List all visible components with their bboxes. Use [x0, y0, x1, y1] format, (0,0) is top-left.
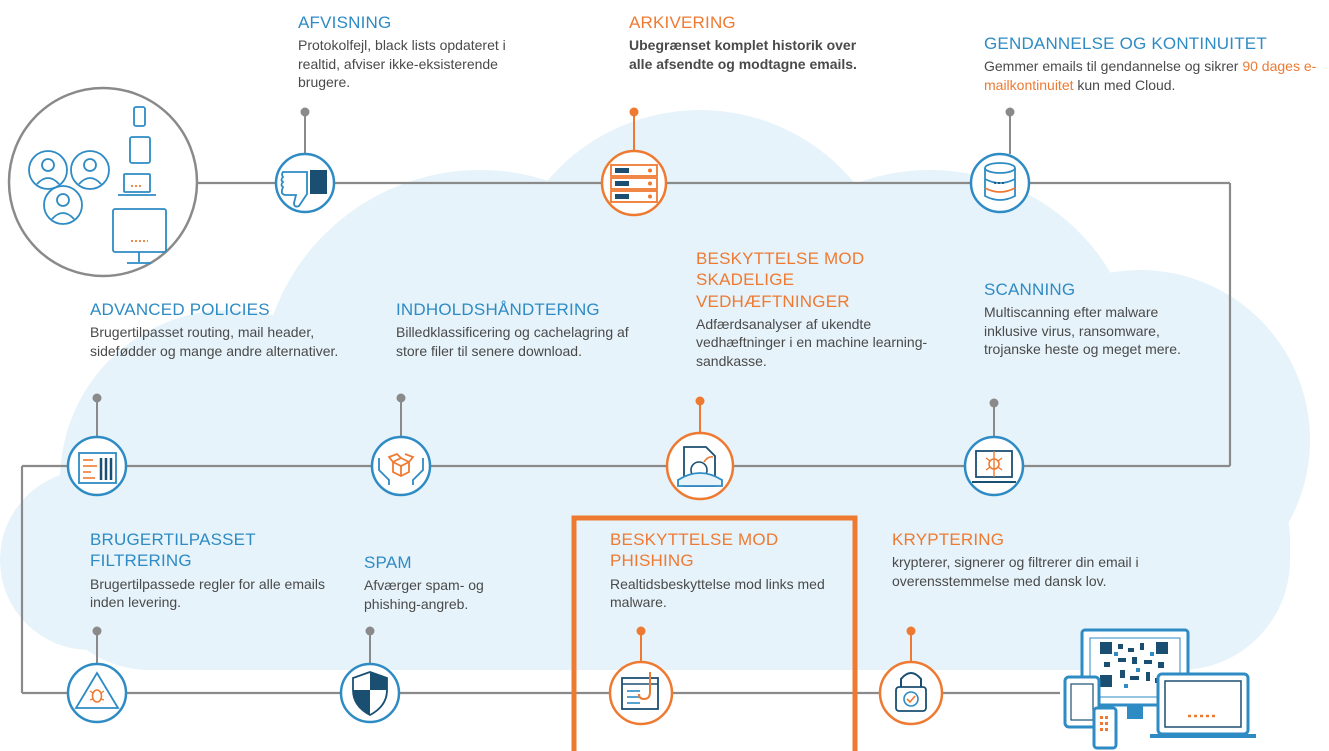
connectors [92, 107, 1015, 664]
padlock-icon [878, 660, 944, 726]
feature-description: Brugertilpassede regler for alle emails … [90, 575, 325, 610]
laptop-bug-scan-icon [963, 435, 1025, 497]
feature-title: SPAM [364, 553, 412, 572]
thumbs-down-icon [274, 152, 336, 214]
feature-filtrering: BRUGERTILPASSET FILTRERING Brugertilpass… [90, 529, 330, 611]
feature-spam: SPAM Afværger spam- og phishing-angreb. [364, 552, 534, 613]
shield-icon [339, 662, 401, 724]
feature-phishing: BESKYTTELSE MOD PHISHING Realtidsbeskytt… [610, 529, 840, 611]
hands-box-icon [370, 435, 432, 497]
feature-description: Protokolfejl, black lists opdateret i re… [298, 37, 506, 91]
feature-arkivering: ARKIVERING Ubegrænset komplet historik o… [629, 12, 879, 73]
feature-description: Gemmer emails til gendannelse og sikrer … [984, 57, 1329, 94]
feature-scanning: SCANNING Multiscanning efter malware ink… [984, 279, 1214, 359]
feature-afvisning: AFVISNING Protokolfejl, black lists opda… [298, 12, 538, 92]
continuity-highlight: 90 dages e-mailkontinuitet [984, 58, 1317, 93]
devices-qr-icon [1063, 628, 1256, 750]
feature-title: SCANNING [984, 280, 1076, 299]
feature-kryptering: KRYPTERING krypterer, signerer og filtre… [892, 529, 1142, 590]
feature-description: Multiscanning efter malware inklusive vi… [984, 304, 1181, 358]
feature-title: BESKYTTELSE MOD PHISHING [610, 530, 779, 571]
feature-title: AFVISNING [298, 13, 392, 32]
feature-description: Adfærdsanalyser af ukendte vedhæftninger… [696, 315, 928, 369]
feature-description: Realtidsbeskyttelse mod links med malwar… [610, 575, 825, 610]
feature-title: BRUGERTILPASSET FILTRERING [90, 530, 256, 571]
warning-bug-icon [66, 662, 128, 724]
feature-indholdshaandtering: INDHOLDSHÅNDTERING Billedklassificering … [396, 299, 656, 360]
users-devices-icon [7, 86, 199, 278]
description-text: kun med Cloud. [1077, 76, 1176, 93]
description-text: Gemmer emails til gendannelse og sikrer [984, 58, 1239, 75]
feature-gendannelse: GENDANNELSE OG KONTINUITET Gemmer emails… [984, 33, 1329, 94]
feature-description: Billedklassificering og cachelagring af … [396, 324, 629, 359]
feature-title: ARKIVERING [629, 13, 736, 32]
feature-skadelige-vedhaeftninger: BESKYTTELSE MOD SKADELIGE VEDHÆFTNINGER … [696, 248, 936, 370]
feature-title: GENDANNELSE OG KONTINUITET [984, 34, 1267, 53]
feature-description: krypterer, signerer og filtrerer din ema… [892, 554, 1139, 589]
feature-description: Ubegrænset komplet historik over alle af… [629, 37, 857, 72]
phishing-hook-icon [608, 660, 674, 726]
feature-advanced-policies: ADVANCED POLICIES Brugertilpasset routin… [90, 299, 350, 360]
feature-title: INDHOLDSHÅNDTERING [396, 300, 600, 319]
database-icon [969, 152, 1031, 214]
cloud-background [0, 110, 1310, 670]
feature-title: BESKYTTELSE MOD SKADELIGE VEDHÆFTNINGER [696, 249, 865, 311]
server-rack-icon [600, 149, 668, 217]
document-bomb-icon [665, 431, 735, 501]
feature-title: ADVANCED POLICIES [90, 300, 270, 319]
feature-description: Afværger spam- og phishing-angreb. [364, 577, 484, 612]
feature-title: KRYPTERING [892, 530, 1005, 549]
phishing-highlight-frame [571, 515, 858, 751]
code-screen-icon [66, 435, 128, 497]
feature-description: Brugertilpasset routing, mail header, si… [90, 324, 339, 359]
